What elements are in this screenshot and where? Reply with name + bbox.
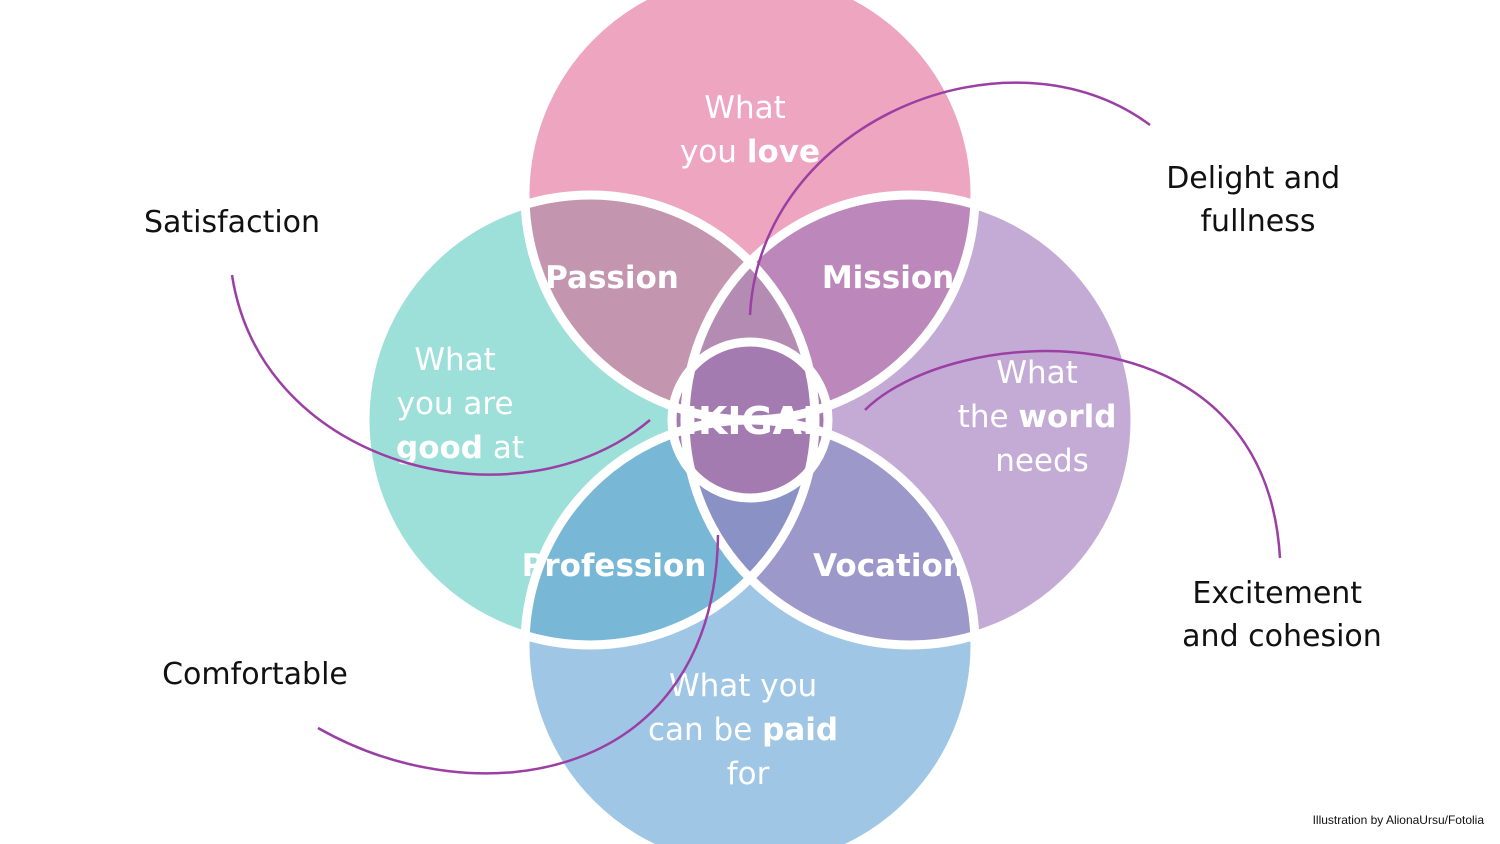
label-vocation: Vocation	[813, 548, 965, 584]
label-satisfaction: Satisfaction	[144, 205, 320, 240]
credit-text: Illustration by AlionaUrsu/Fotolia	[1313, 813, 1485, 827]
curve-comfortable	[317, 534, 720, 775]
label-love: What you love	[680, 90, 820, 170]
outline-paid	[520, 415, 980, 844]
label-ikigai: IKIGAI	[684, 399, 816, 443]
label-excitement: Excitement and cohesion	[1182, 576, 1382, 654]
label-good: What you are good at	[396, 342, 524, 466]
label-passion: Passion	[545, 260, 679, 296]
outline-ikigai	[667, 337, 833, 503]
curve-satisfaction	[230, 274, 651, 476]
zone-vocation	[685, 420, 975, 645]
zone-mission	[685, 195, 975, 420]
label-delight: Delight and fullness	[1166, 161, 1350, 239]
zone-profession	[525, 420, 815, 645]
label-profession: Profession	[522, 548, 707, 584]
outline-world	[680, 190, 1140, 650]
zone-passion	[525, 195, 815, 420]
label-mission: Mission	[822, 260, 954, 296]
label-paid: What you can be paid for	[648, 668, 848, 792]
label-world: What the world needs	[958, 355, 1127, 479]
curve-excitement	[864, 349, 1282, 559]
curve-delight	[748, 81, 1151, 316]
outline-good	[360, 190, 820, 650]
label-comfortable: Comfortable	[162, 657, 348, 692]
